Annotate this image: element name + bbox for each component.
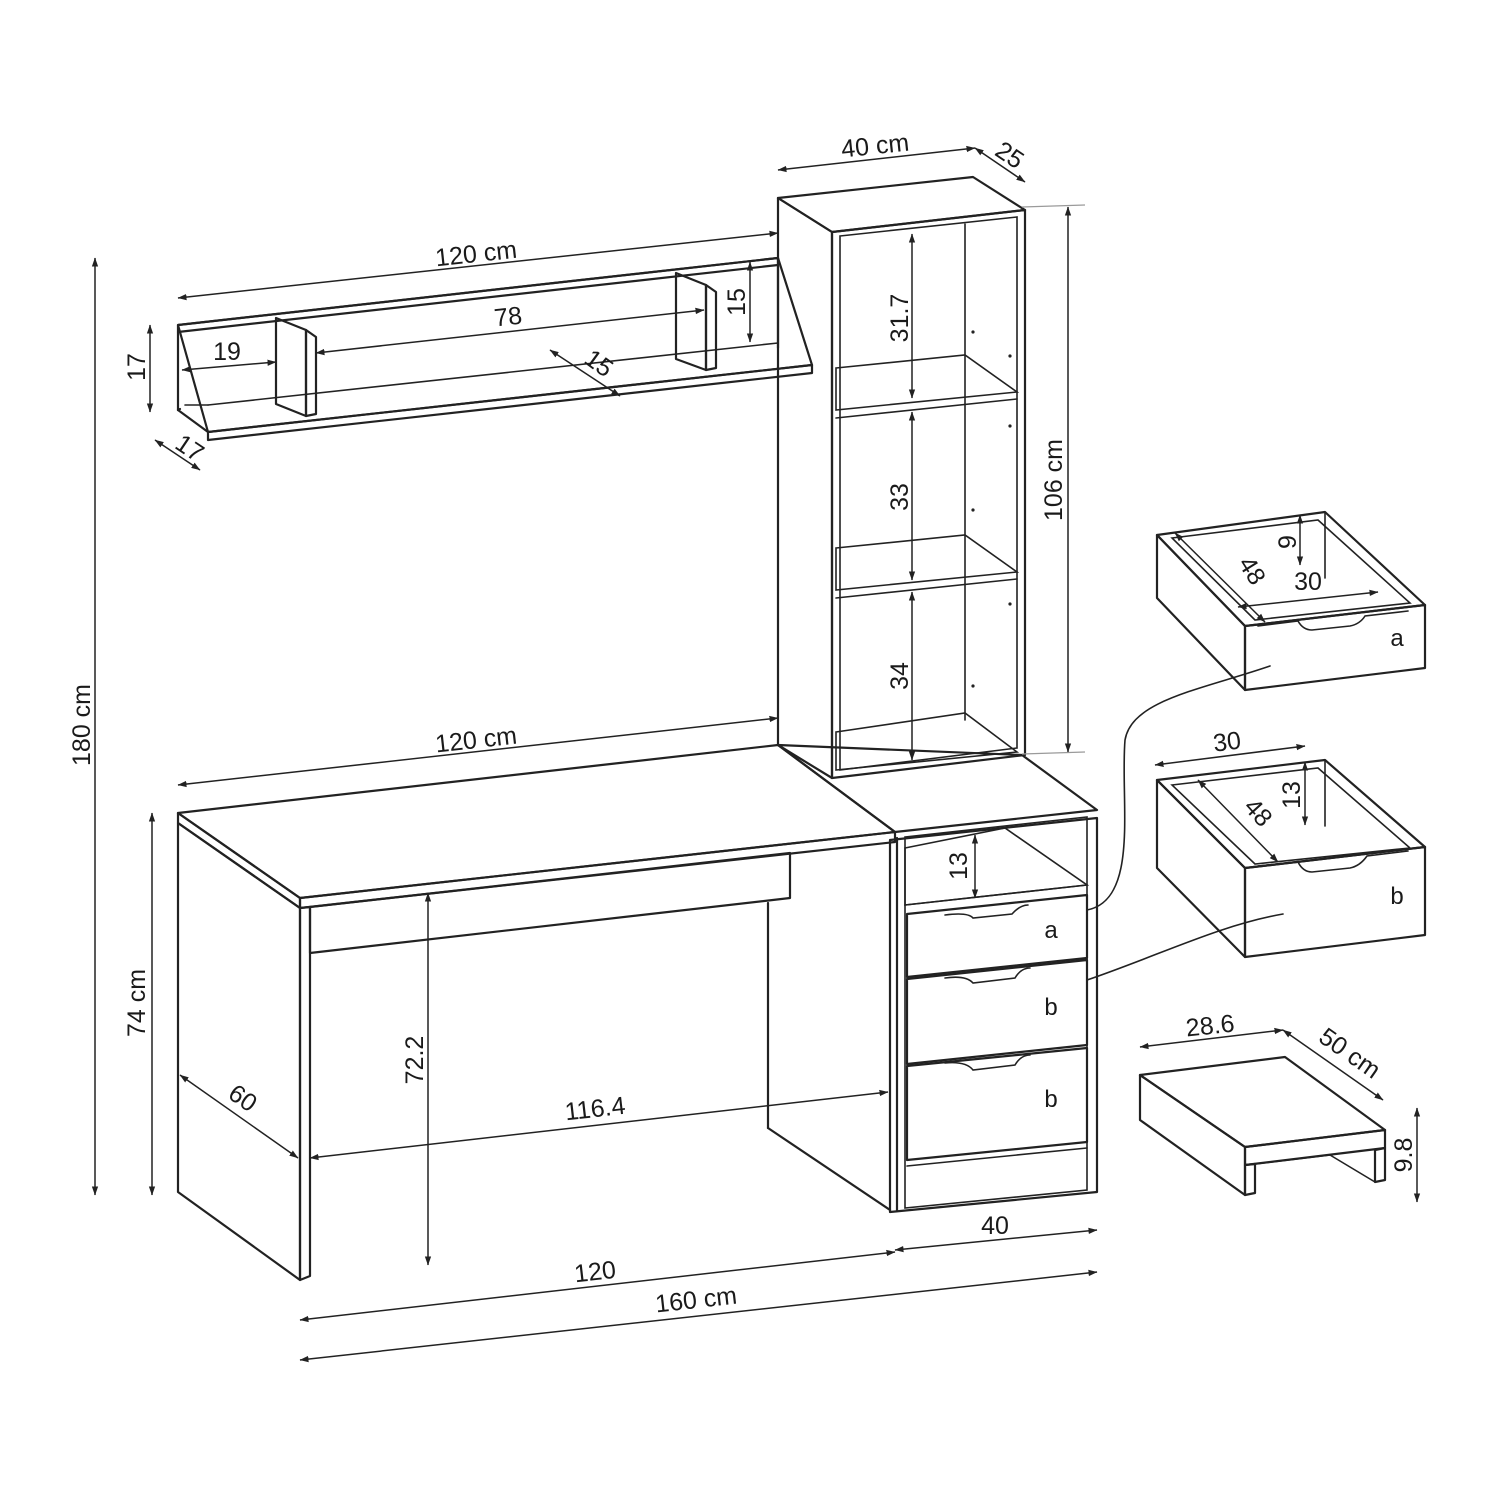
label-bottom-desk-width: 120 [573, 1256, 618, 1289]
desk [176, 743, 1099, 1282]
monitor-riser-detail [1138, 1055, 1387, 1197]
label-shelf-depth: 17 [170, 429, 209, 468]
label-cabinet-open-height: 13 [945, 852, 973, 880]
label-bookcase-width: 40 cm [840, 129, 911, 164]
tag-cabinet-a: a [1044, 917, 1058, 944]
callout-b [1086, 913, 1284, 981]
label-shelf-middle-depth: 15 [579, 344, 618, 383]
bookcase [776, 175, 1027, 780]
label-riser-depth: 50 cm [1314, 1022, 1386, 1084]
label-desk-width-top: 120 cm [434, 722, 519, 759]
label-riser-height: 9.8 [1390, 1138, 1418, 1173]
tag-drawer-a: a [1390, 625, 1404, 652]
label-shelf-right-height: 15 [723, 288, 751, 316]
tag-cabinet-b2: b [1044, 1086, 1057, 1113]
drawer-tags: a b a b b [1044, 625, 1404, 1113]
label-compartment-2: 33 [886, 483, 914, 511]
label-knee-height: 72.2 [401, 1036, 429, 1085]
label-desk-depth: 60 [223, 1079, 262, 1118]
label-drawer-b-height: 13 [1278, 781, 1306, 809]
label-compartment-1: 31.7 [886, 294, 914, 343]
label-total-height: 180 cm [68, 684, 96, 766]
dimension-labels: 180 cm 74 cm 17 17 120 cm 19 78 15 15 40… [68, 129, 1418, 1319]
label-knee-width: 116.4 [563, 1092, 627, 1127]
label-bookcase-height: 106 cm [1040, 439, 1068, 521]
label-bottom-cabinet-width: 40 [981, 1212, 1009, 1240]
label-compartment-3: 34 [886, 662, 914, 690]
label-shelf-left-compartment: 19 [213, 338, 241, 366]
label-desk-height: 74 cm [123, 969, 151, 1037]
label-riser-width: 28.6 [1184, 1010, 1235, 1043]
label-drawer-a-width: 30 [1294, 568, 1322, 596]
tag-drawer-b: b [1390, 883, 1403, 910]
tag-cabinet-b1: b [1044, 994, 1057, 1021]
label-drawer-a-height: 9 [1274, 535, 1302, 549]
callout-a [1086, 665, 1271, 911]
label-shelf-width: 120 cm [434, 236, 519, 273]
label-shelf-height-left: 17 [123, 353, 151, 381]
label-drawer-b-width: 30 [1212, 726, 1243, 757]
dimension-lines [91, 145, 1421, 1363]
label-bookcase-depth: 25 [990, 136, 1029, 175]
label-drawer-a-depth: 48 [1233, 552, 1271, 590]
wall-shelf [176, 256, 814, 442]
label-shelf-middle-compartment: 78 [493, 302, 524, 333]
